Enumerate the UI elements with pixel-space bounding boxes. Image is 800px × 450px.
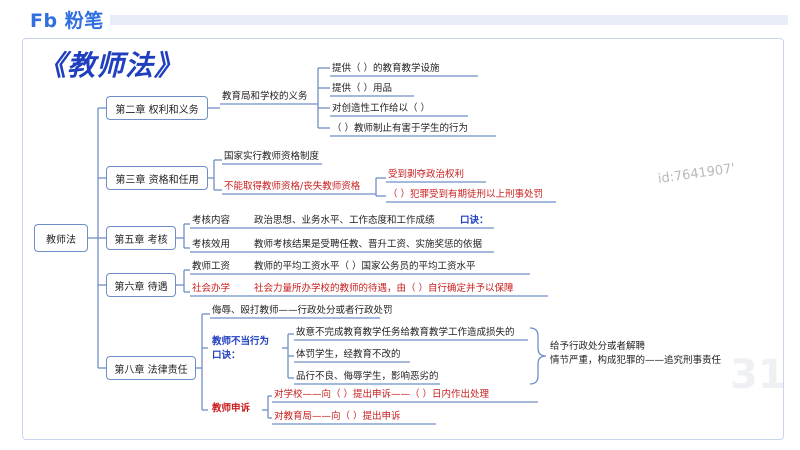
chapter-2-node: 第二章 权利和义务 — [106, 96, 208, 120]
chapter-6-label: 第六章 待遇 — [114, 281, 168, 293]
ch2-branch-text: 教育局和学校的义务 — [222, 91, 308, 102]
ch5-row1-key: 考核内容 — [192, 215, 231, 226]
chapter-8-label: 第八章 法律责任 — [114, 364, 188, 376]
ch3-line-1: 国家实行教师资格制度 — [224, 151, 320, 162]
ch6-row1-key: 教师工资 — [192, 261, 231, 272]
ch3-sub-1: 受到剥夺政治权利 — [388, 169, 465, 180]
ch2-item-4: （ ）教师制止有害于学生的行为 — [332, 123, 469, 134]
header-bar — [110, 15, 788, 25]
ch8-consequence-2: 情节严重，构成犯罪的——追究刑事责任 — [550, 355, 722, 366]
ch6-row2-value: 社会力量所办学校的教师的待遇，由（ ）自行确定并予以保障 — [254, 283, 514, 294]
ch6-row2-key: 社会办学 — [192, 283, 231, 294]
faint-watermark: 31 — [730, 352, 786, 398]
ch8-behavior-3: 品行不良、侮辱学生，影响恶劣的 — [296, 371, 439, 382]
chapter-3-node: 第三章 资格和任用 — [106, 166, 208, 190]
chapter-8-node: 第八章 法律责任 — [106, 356, 196, 380]
ch3-line-2: 不能取得教师资格/丧失教师资格 — [224, 181, 361, 192]
ch5-row1-value: 政治思想、业务水平、工作态度和工作成绩 — [254, 215, 435, 226]
ch2-item-3: 对创造性工作给以（ ） — [332, 103, 431, 114]
ch6-row1-value: 教师的平均工资水平（ ）国家公务员的平均工资水平 — [254, 261, 476, 272]
root-label: 教师法 — [46, 234, 76, 246]
ch8-group-label-1: 教师不当行为 — [212, 336, 270, 347]
chapter-6-node: 第六章 待遇 — [106, 273, 176, 297]
ch8-behavior-1: 故意不完成教育教学任务给教育教学工作造成损失的 — [296, 327, 515, 338]
ch5-row2-value: 教师考核结果是受聘任教、晋升工资、实施奖惩的依据 — [254, 239, 483, 250]
brand-logo: Fb 粉笔 — [30, 10, 104, 32]
ch8-appeal-2: 对教育局——向（ ）提出申诉 — [274, 411, 401, 422]
ch8-consequence-1: 给予行政处分或者解聘 — [550, 341, 646, 352]
ch2-item-1: 提供（ ）的教育教学设施 — [332, 63, 440, 74]
ch8-behavior-2: 体罚学生，经教育不改的 — [296, 349, 401, 360]
ch8-top-line: 侮辱、殴打教师——行政处分或者行政处罚 — [212, 305, 393, 316]
ch8-appeal-label: 教师申诉 — [212, 403, 251, 414]
chapter-3-label: 第三章 资格和任用 — [115, 174, 199, 186]
ch3-sub-2: （ ）犯罪受到有期徒刑以上刑事处罚 — [388, 189, 544, 200]
chapter-2-label: 第二章 权利和义务 — [115, 104, 199, 116]
ch2-item-2: 提供（ ）用品 — [332, 83, 393, 94]
page-title: 《教师法》 — [38, 49, 184, 82]
chapter-5-label: 第五章 考核 — [114, 234, 168, 246]
ch5-row1-tip: 口诀： — [460, 215, 489, 226]
chapter-5-node: 第五章 考核 — [106, 226, 176, 250]
ch8-group-label-2: 口诀： — [212, 350, 241, 361]
ch8-appeal-1: 对学校——向（ ）提出申诉——（ ）日内作出处理 — [274, 389, 490, 400]
ch5-row2-key: 考核效用 — [192, 239, 231, 250]
root-node: 教师法 — [34, 224, 88, 252]
